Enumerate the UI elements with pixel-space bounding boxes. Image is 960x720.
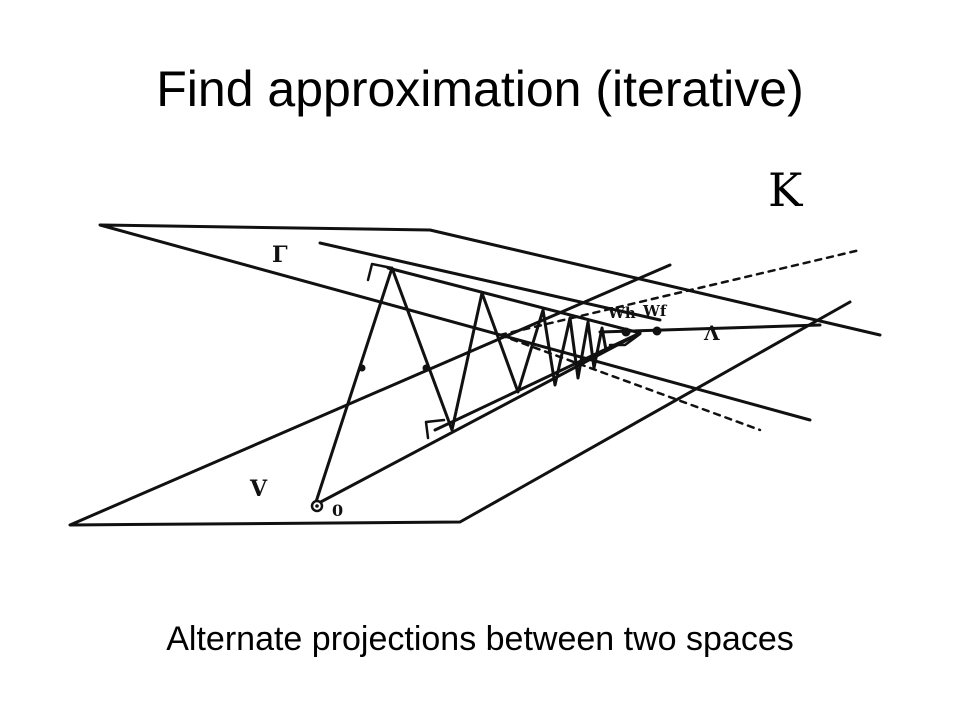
lambda-line [598, 323, 822, 334]
projection-zigzag [313, 266, 608, 507]
dashed-line-upper [498, 248, 862, 337]
v-inner-line [313, 331, 642, 507]
label-origin: 0 [332, 501, 343, 520]
label-v: V [249, 476, 268, 502]
right-angle-marker-top [366, 262, 394, 282]
right-angle-marker-bottom [424, 418, 446, 440]
k-symbol: K [768, 163, 803, 217]
small-wedge-marker [608, 332, 642, 347]
label-lambda: Λ [703, 321, 720, 345]
gamma-line [318, 241, 662, 322]
label-wf: Wf [642, 302, 668, 320]
point-on-path-1 [358, 364, 366, 372]
origin-point-center [315, 504, 319, 508]
v-plane-outline [68, 263, 852, 527]
label-wh: Wh [607, 304, 636, 322]
label-gamma: Γ [272, 242, 288, 268]
point-wh [621, 327, 631, 337]
gamma-plane-outline [98, 223, 882, 422]
dashed-line-lower [498, 333, 762, 432]
point-on-path-2 [422, 364, 430, 372]
slide-title: Find approximation (iterative) [156, 61, 804, 117]
point-wf [652, 326, 662, 336]
slide-caption: Alternate projections between two spaces [166, 620, 794, 658]
wedge-line-a [386, 266, 642, 335]
